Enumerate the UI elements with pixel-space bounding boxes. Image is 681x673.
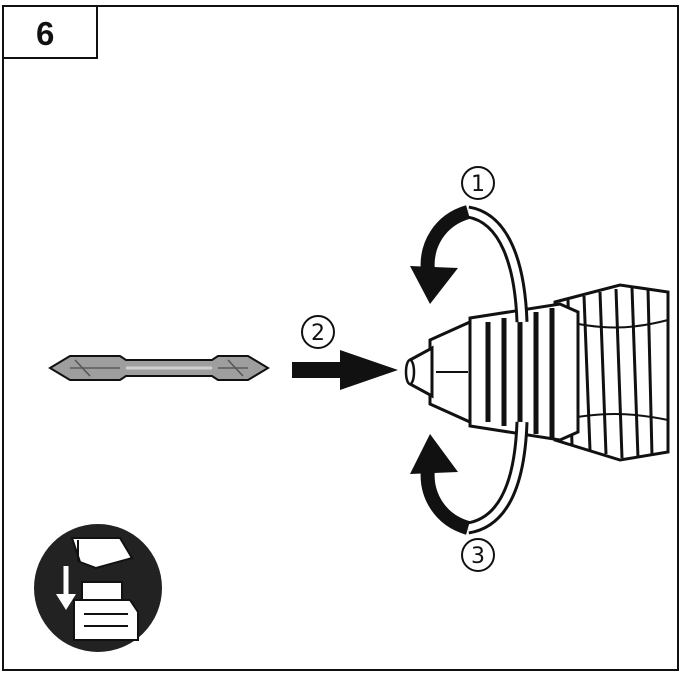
callout-3: 3 xyxy=(461,538,495,572)
step-tab xyxy=(2,5,97,58)
svg-text:2: 2 xyxy=(311,321,325,346)
svg-text:1: 1 xyxy=(471,172,485,197)
arrow-right-icon xyxy=(292,350,398,390)
svg-text:3: 3 xyxy=(471,544,485,569)
rotation-arrow-icon xyxy=(410,205,529,535)
step-number: 6 xyxy=(36,15,54,52)
battery-removal-icon xyxy=(34,524,162,652)
screwdriver-bit-icon xyxy=(48,355,270,381)
callout-2: 2 xyxy=(301,315,335,349)
drill-chuck-icon xyxy=(404,283,670,462)
figure-frame xyxy=(2,5,679,671)
callout-1: 1 xyxy=(461,166,495,200)
